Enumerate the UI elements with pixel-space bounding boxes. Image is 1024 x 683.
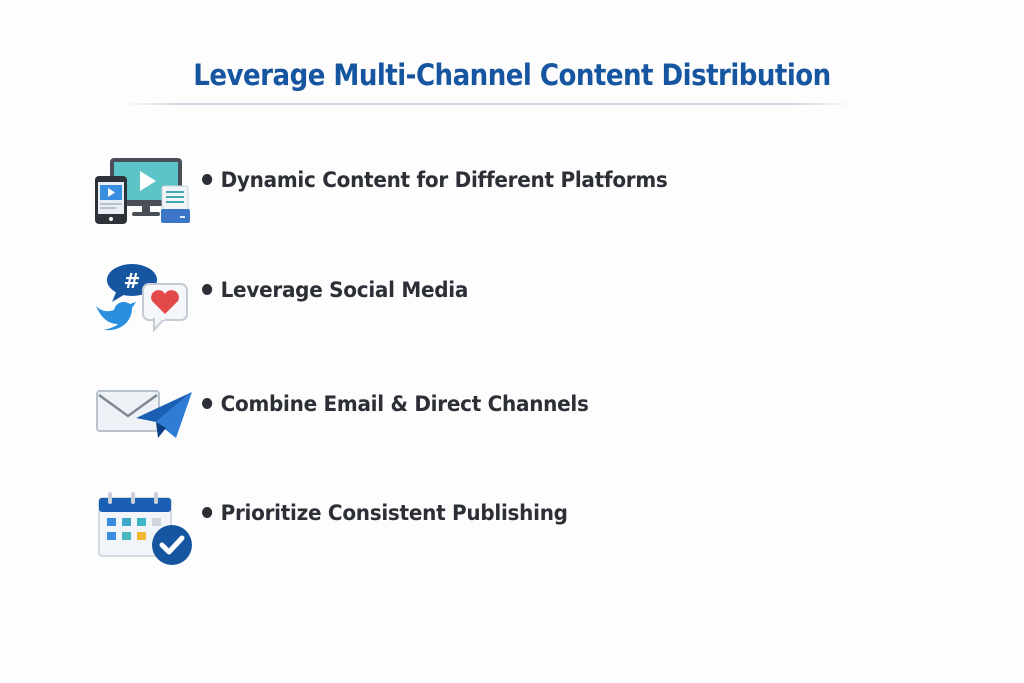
bullet-label: Prioritize Consistent Publishing bbox=[202, 501, 568, 526]
bullet-label: Leverage Social Media bbox=[202, 278, 469, 303]
bullet-item-dynamic-content: Dynamic Content for Different Platforms bbox=[92, 152, 792, 232]
social-media-icon: # bbox=[96, 264, 188, 333]
bullet-label: Combine Email & Direct Channels bbox=[202, 392, 589, 417]
email-paper-plane-icon bbox=[96, 390, 192, 438]
bullet-item-consistent-publishing: Prioritize Consistent Publishing bbox=[92, 488, 792, 568]
bullet-label: Dynamic Content for Different Platforms bbox=[202, 168, 668, 193]
multi-device-icon bbox=[95, 158, 190, 224]
bullet-item-email-direct: Combine Email & Direct Channels bbox=[92, 378, 792, 458]
bullet-item-social-media: # Leverage Social Media bbox=[92, 262, 792, 342]
title-divider bbox=[122, 103, 852, 105]
calendar-check-icon bbox=[98, 492, 192, 565]
svg-text:#: # bbox=[124, 269, 141, 293]
slide-title: Leverage Multi-Channel Content Distribut… bbox=[193, 58, 831, 92]
